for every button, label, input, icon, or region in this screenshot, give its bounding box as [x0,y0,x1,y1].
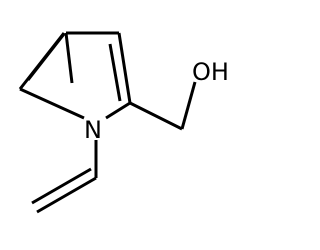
bond-vinyl-double-inner [31,167,92,205]
bond-c2-ch2 [129,101,183,131]
bond-c2-c3 [117,32,132,104]
bond-n1-c2 [105,101,131,120]
bond-n1-c5-left [19,87,85,120]
hydroxyl-label: OH [192,58,229,86]
bond-ch2-oh [180,81,197,130]
bond-n1-c5 [64,32,74,84]
nitrogen-label: N [84,116,102,144]
bond-vinyl-double-outer [36,176,97,214]
bond-c2-c3-inner [108,43,122,102]
bond-c4-c5 [18,32,66,90]
molecule-structure: N OH [18,31,229,214]
